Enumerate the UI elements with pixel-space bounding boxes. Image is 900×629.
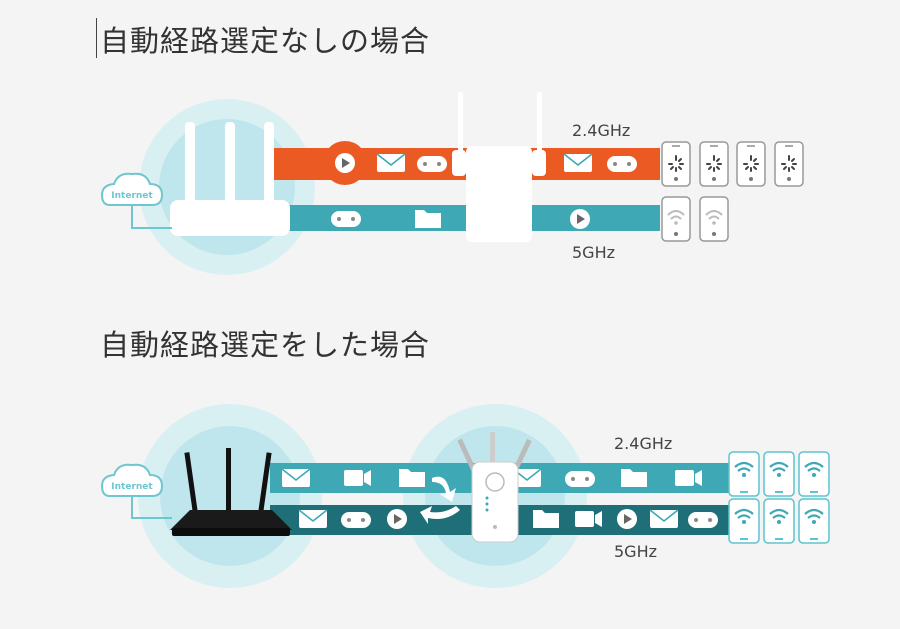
- text-cursor: [96, 18, 97, 58]
- gamepad-icon: [565, 471, 595, 487]
- band-5-lane: [270, 205, 660, 231]
- video-icon: [675, 470, 702, 486]
- internet-label: Internet: [111, 191, 153, 201]
- gamepad-icon: [341, 512, 371, 528]
- phone-wifi-weak: [699, 196, 729, 242]
- band-24-label: 2.4GHz: [614, 434, 673, 453]
- mail-icon: [376, 153, 406, 173]
- section2-title: 自動経路選定をした場合: [100, 328, 431, 362]
- phone-loading: [736, 141, 766, 187]
- gamepad-icon: [688, 512, 718, 528]
- play-icon: [335, 153, 355, 173]
- play-icon: [570, 209, 590, 229]
- extender: [466, 146, 532, 242]
- router-antenna: [185, 122, 195, 206]
- mail-icon: [281, 468, 311, 488]
- phone-connected: [762, 497, 796, 545]
- cloud-icon: [100, 172, 172, 229]
- band-5-label: 5GHz: [572, 243, 616, 262]
- extender: [457, 432, 532, 543]
- gamepad-icon: [607, 156, 637, 172]
- section2-diagram: Internet: [100, 404, 831, 588]
- phone-loading: [661, 141, 691, 187]
- extender-antenna: [458, 92, 463, 172]
- gamepad-icon: [417, 156, 447, 172]
- play-icon: [387, 509, 407, 529]
- gamepad-icon: [331, 211, 361, 227]
- video-icon: [575, 511, 602, 527]
- band-24-label: 2.4GHz: [572, 121, 631, 140]
- phone-connected: [762, 450, 796, 498]
- video-icon: [344, 470, 371, 486]
- section1-title: 自動経路選定なしの場合: [100, 24, 431, 58]
- play-icon: [617, 509, 637, 529]
- phone-connected: [797, 497, 831, 545]
- mail-icon: [649, 509, 679, 529]
- phone-connected: [727, 450, 761, 498]
- router: [170, 200, 290, 236]
- internet-label: Internet: [111, 482, 153, 492]
- cloud-icon: [100, 463, 172, 519]
- band-5-label: 5GHz: [614, 542, 658, 561]
- phone-loading: [699, 141, 729, 187]
- switch-arrows-icon: [420, 476, 460, 524]
- section1-diagram: Internet: [100, 92, 804, 275]
- router: [170, 448, 292, 536]
- phone-connected: [797, 450, 831, 498]
- mail-icon: [298, 509, 328, 529]
- mail-icon: [563, 153, 593, 173]
- phone-loading: [774, 141, 804, 187]
- phone-connected: [727, 497, 761, 545]
- phone-wifi-weak: [661, 196, 691, 242]
